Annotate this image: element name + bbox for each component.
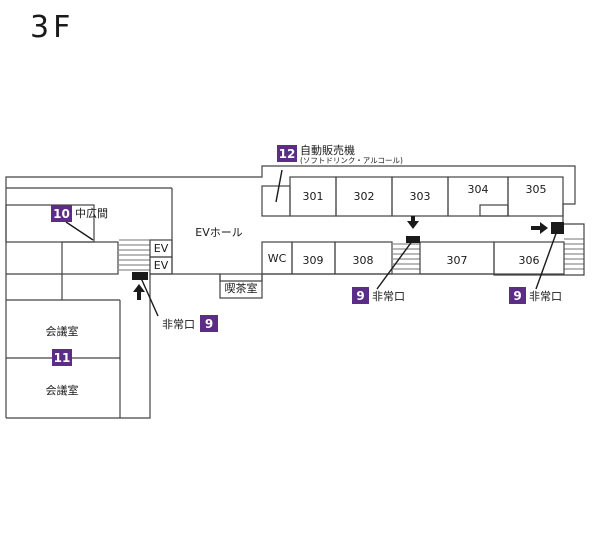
exit-central-number: 9 [356,289,364,303]
exit-east-number: 9 [513,289,521,303]
arrow-up-icon [133,284,145,300]
ev-hall-label: EVホール [195,226,242,239]
exit-west: 非常口 9 [162,315,218,332]
room-306-label: 306 [519,254,540,267]
room-305 [507,176,564,217]
west-stairs [119,239,150,271]
exit-central-label: 非常口 [372,290,405,303]
room-304-label: 304 [468,183,489,196]
callout-line-vending [275,169,283,203]
room-309-label: 309 [303,254,324,267]
hall-label: 中広間 [75,207,108,220]
room-308-label: 308 [353,254,374,267]
arrow-down-icon [407,216,419,229]
vending-subtitle: (ソフトドリンク・アルコール) [300,156,403,165]
meeting-room-bottom-label: 会議室 [46,383,79,397]
room-305-label: 305 [526,183,547,196]
building-outline [5,165,585,419]
room-301-label: 301 [303,190,324,203]
meeting-room-top-label: 会議室 [46,324,79,338]
wc-label: WC [268,252,287,265]
central-stairs [393,243,420,270]
north-rooms [261,176,564,217]
callout-line-exit-central [376,239,414,290]
room-302-label: 302 [354,190,375,203]
exit-east: 9 非常口 [509,287,562,304]
marker-vending-number: 12 [279,147,296,161]
room-307-label: 307 [447,254,468,267]
marker-vending: 12 [277,145,297,162]
marker-meeting: 11 [52,349,72,366]
exit-west-number: 9 [205,317,213,331]
hall-room [5,204,95,243]
south-rooms [219,241,565,299]
arrow-right-icon [531,222,548,234]
exit-door-west [132,272,148,280]
exit-west-label: 非常口 [162,318,195,331]
room-303-label: 303 [410,190,431,203]
cafe-room [219,273,263,299]
exit-central: 9 非常口 [352,287,405,304]
exit-door-central [406,236,420,243]
west-wing-walls [5,187,173,418]
east-stairs [564,238,584,270]
ev-2-label: EV [154,259,169,272]
elevator-2 [149,256,173,275]
callout-line-exit-east [535,227,559,290]
floor-title: 3F [30,10,75,45]
vending-title: 自動販売機 [300,143,355,157]
callout-line-hall [65,221,94,241]
marker-hall-number: 10 [53,207,70,221]
room-306 [493,241,565,275]
marker-hall: 10 [51,205,72,222]
cafe-label: 喫茶室 [225,281,258,295]
exit-east-label: 非常口 [529,290,562,303]
marker-meeting-number: 11 [54,351,71,365]
callout-line-exit-west [140,277,159,317]
ev-1-label: EV [154,242,169,255]
room-308 [334,241,393,275]
